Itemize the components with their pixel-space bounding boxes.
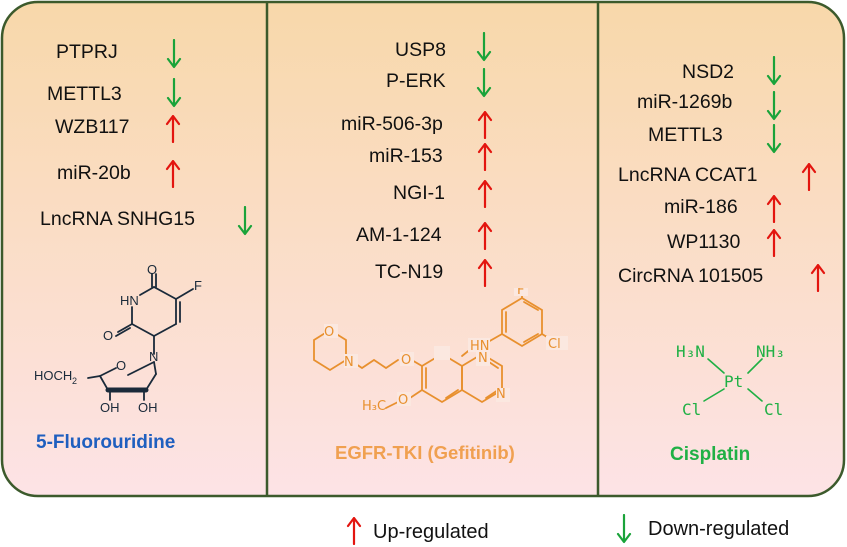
svg-text:OH: OH (138, 400, 158, 415)
down-arrow-icon (237, 206, 253, 236)
up-arrow-icon (477, 222, 493, 250)
svg-text:Cl: Cl (548, 337, 561, 352)
down-arrow-icon (616, 514, 632, 544)
svg-text:H₃N: H₃N (676, 342, 705, 361)
gene-label: miR-20b (57, 162, 131, 184)
gene-label: AM-1-124 (356, 224, 442, 246)
cisplatin-structure-image: H₃N NH₃ Pt Cl Cl (676, 342, 785, 419)
gene-label: PTPRJ (56, 41, 118, 63)
gene-label: miR-1269b (637, 91, 733, 113)
gene-label: LncRNA SNHG15 (40, 208, 195, 230)
gene-label: WP1130 (667, 231, 741, 253)
legend-down-label: Down-regulated (648, 518, 790, 540)
svg-text:HN: HN (120, 293, 139, 308)
down-arrow-icon (476, 68, 492, 98)
gene-label: NSD2 (682, 61, 735, 83)
gene-label: TC-N19 (375, 261, 444, 283)
svg-text:O: O (324, 325, 334, 340)
svg-text:O: O (116, 358, 126, 373)
down-arrow-icon (166, 78, 182, 108)
svg-text:F: F (194, 278, 202, 293)
gene-label: METTL3 (648, 124, 723, 146)
svg-text:Cl: Cl (682, 400, 701, 419)
legend-up-label: Up-regulated (373, 521, 489, 543)
up-arrow-icon (477, 259, 493, 287)
down-arrow-icon (476, 32, 492, 62)
down-arrow-icon (766, 91, 782, 121)
svg-text:HOCH: HOCH (34, 368, 72, 383)
gene-label: miR-186 (664, 196, 738, 218)
down-arrow-icon (766, 56, 782, 86)
svg-text:N: N (478, 351, 488, 366)
svg-text:2: 2 (72, 376, 77, 386)
svg-text:O: O (147, 262, 157, 277)
up-arrow-icon (766, 229, 782, 257)
svg-text:O: O (398, 393, 408, 408)
gene-label: METTL3 (47, 83, 122, 105)
gefitinib-structure-image: F Cl HN O N O N N H₃C O (313, 288, 568, 414)
drug-caption: Cisplatin (670, 444, 751, 465)
panel-background (0, 0, 846, 498)
gene-label: NGI-1 (393, 182, 446, 204)
down-arrow-icon (766, 124, 782, 154)
drug-caption: EGFR-TKI (Gefitinib) (335, 442, 515, 463)
up-arrow-icon (477, 143, 493, 171)
gene-label: miR-506-3p (341, 113, 443, 135)
svg-text:Cl: Cl (764, 400, 783, 419)
svg-text:Pt: Pt (724, 372, 743, 391)
gene-label: USP8 (395, 39, 446, 61)
up-arrow-icon (810, 264, 826, 292)
gene-label: miR-153 (369, 145, 443, 167)
up-arrow-icon (801, 163, 817, 191)
svg-text:F: F (517, 288, 524, 298)
up-arrow-icon (165, 160, 181, 188)
svg-text:O: O (103, 328, 113, 343)
svg-text:H₃C: H₃C (362, 399, 386, 414)
up-arrow-icon (346, 517, 362, 545)
up-arrow-icon (766, 195, 782, 223)
svg-text:N: N (496, 387, 506, 402)
up-arrow-icon (477, 111, 493, 139)
up-arrow-icon (165, 115, 181, 143)
svg-text:OH: OH (100, 400, 120, 415)
drug-caption: 5-Fluorouridine (36, 432, 176, 453)
up-arrow-icon (477, 180, 493, 208)
fluorouridine-structure-image: O O HN F N HOCH 2 O OH OH (34, 262, 202, 415)
svg-text:NH₃: NH₃ (756, 342, 785, 361)
svg-text:N: N (344, 355, 354, 370)
gene-label: LncRNA CCAT1 (618, 164, 758, 186)
gene-label: CircRNA 101505 (618, 265, 764, 287)
svg-text:N: N (149, 349, 158, 364)
svg-text:O: O (401, 353, 411, 368)
down-arrow-icon (166, 39, 182, 69)
gene-label: WZB117 (55, 116, 130, 138)
svg-text:HN: HN (470, 339, 490, 354)
gene-label: P-ERK (386, 70, 446, 92)
